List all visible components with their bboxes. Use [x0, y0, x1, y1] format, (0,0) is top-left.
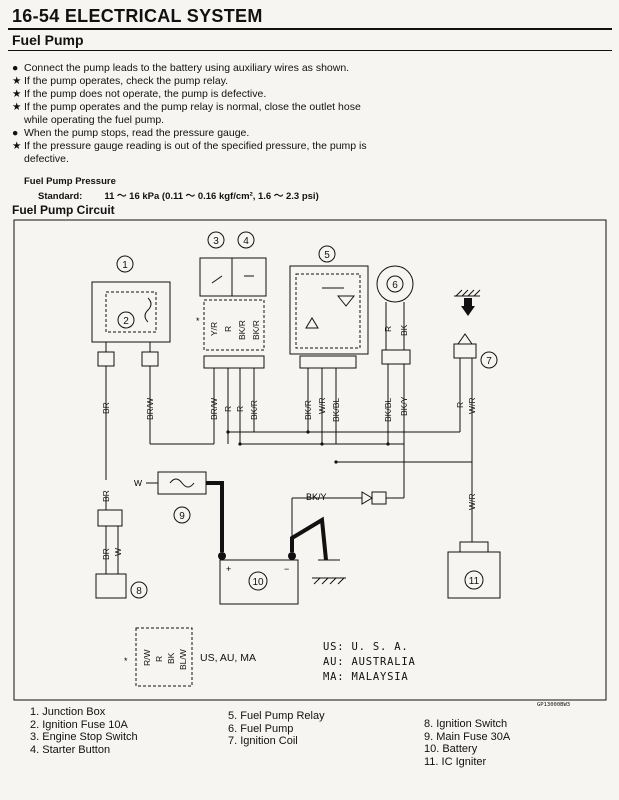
- wire-label: BK/R: [251, 320, 261, 340]
- relay-coil-icon: [336, 295, 356, 307]
- callout-4: 4: [243, 236, 249, 247]
- region-connector: [135, 627, 193, 687]
- instruction-item: ★If the pump operates, check the pump re…: [12, 75, 229, 87]
- asterisk-label: *: [124, 656, 128, 666]
- switch-connector-dashed: [203, 299, 265, 351]
- wire-label: BK/R: [249, 400, 259, 420]
- instruction-item: ★If the pressure gauge reading is out of…: [12, 140, 367, 165]
- instruction-item: ★If the pump operates and the pump relay…: [12, 101, 361, 126]
- arrow-down-icon: [461, 306, 475, 316]
- asterisk-label: *: [196, 316, 200, 326]
- callout-1: 1: [122, 260, 128, 271]
- wire-label: BK/R: [303, 400, 313, 420]
- connector-icon: [97, 509, 123, 527]
- wire-label: W/R: [467, 397, 477, 414]
- region-note: US, AU, MA: [200, 652, 257, 664]
- wire-label: BR/W: [209, 398, 219, 420]
- part-number: GP13000BW3: [537, 702, 571, 708]
- connector-icon: [381, 349, 411, 365]
- wire-label: W: [134, 478, 142, 488]
- wire-label: R: [235, 406, 245, 412]
- diode-icon: [361, 491, 373, 505]
- junction-box: [91, 281, 171, 343]
- wire-label: BL/W: [178, 649, 188, 670]
- battery-minus-label: −: [284, 564, 289, 574]
- fuel-pump-relay: [289, 265, 369, 355]
- wire-label: R: [223, 406, 233, 412]
- wire-label: R: [223, 326, 233, 332]
- instruction-item: ★If the pump does not operate, the pump …: [12, 88, 267, 100]
- diode-icon: [305, 317, 319, 329]
- section-rule: [8, 50, 612, 51]
- legend-column-1: 1. Junction Box 2. Ignition Fuse 10A 3. …: [30, 706, 138, 756]
- wire-label: BK/BL: [331, 398, 341, 422]
- legend-column-3: 8. Ignition Switch 9. Main Fuse 30A 10. …: [424, 718, 511, 768]
- wire-label: BR: [101, 490, 111, 502]
- section-title: Fuel Pump: [12, 32, 84, 48]
- battery-plus-label: +: [226, 564, 231, 574]
- instructions-list: ●Connect the pump leads to the battery u…: [12, 62, 372, 166]
- ignition-fuse-box: [105, 291, 157, 333]
- header-rule: [8, 28, 612, 30]
- instruction-item: ●When the pump stops, read the pressure …: [12, 127, 250, 139]
- switch-housing: [199, 257, 267, 297]
- callout-10: 10: [252, 577, 264, 588]
- circuit-title: Fuel Pump Circuit: [12, 203, 115, 217]
- connector-icon: [299, 355, 357, 369]
- fuse-icon: [144, 297, 152, 323]
- callout-9: 9: [179, 511, 185, 522]
- wire-label: BK: [399, 324, 409, 336]
- connector-icon: [371, 491, 387, 505]
- wire-label: Y/R: [209, 322, 219, 336]
- spec-title: Fuel Pump Pressure: [24, 176, 116, 187]
- legend-column-2: 5. Fuel Pump Relay 6. Fuel Pump 7. Ignit…: [228, 710, 325, 747]
- wire-label: R: [383, 326, 393, 332]
- main-fuse-icon: [169, 478, 195, 488]
- ignition-switch-icon: [95, 573, 127, 599]
- page-header-title: 16-54 ELECTRICAL SYSTEM: [12, 6, 263, 26]
- wire-label: R/W: [142, 649, 152, 666]
- connector-icon: [203, 355, 265, 369]
- wire-label: BK: [166, 652, 176, 664]
- wire-label: BK/Y: [306, 492, 327, 502]
- wire-label: W/R: [467, 493, 477, 510]
- wire-label: BR: [101, 548, 111, 560]
- diagram-frame: [13, 219, 607, 701]
- callout-3: 3: [213, 236, 219, 247]
- callout-11: 11: [469, 576, 480, 587]
- wire-label: R: [455, 402, 465, 408]
- wire-label: BK/R: [237, 320, 247, 340]
- battery-negative-wire: [290, 516, 328, 561]
- wire-label: BK/BL: [383, 398, 393, 422]
- callout-2: 2: [123, 316, 129, 327]
- wire-label: BK/Y: [399, 396, 409, 416]
- battery-positive-wire: [206, 481, 224, 552]
- instruction-item: ●Connect the pump leads to the battery u…: [12, 62, 350, 74]
- wire-label: BR: [101, 402, 111, 414]
- connector-icon: [97, 351, 115, 367]
- ignition-coil-icon: [457, 333, 473, 345]
- spec-standard: Standard:11 ～ 16 kPa (0.11 ～ 0.16 kgf/cm…: [38, 191, 319, 202]
- stop-switch-icon: [211, 275, 223, 284]
- callout-8: 8: [136, 586, 142, 597]
- battery-icon: [219, 559, 299, 605]
- callout-5: 5: [324, 250, 330, 261]
- battery-negative-terminal: [288, 552, 296, 560]
- connector-icon: [141, 351, 159, 367]
- region-codes: US: U. S. A. AU: AUSTRALIA MA: MALAYSIA: [323, 641, 416, 683]
- wire-label: W/R: [317, 397, 327, 414]
- wire-label: R: [154, 656, 164, 662]
- wire-label: BR/W: [145, 398, 155, 420]
- ic-igniter-icon: [447, 551, 501, 599]
- battery-positive-terminal: [218, 552, 226, 560]
- fuel-pump-icon: [376, 265, 414, 303]
- callout-6: 6: [392, 280, 398, 291]
- connector-icon: [453, 343, 477, 359]
- callout-7: 7: [486, 356, 492, 367]
- wire-label: W: [113, 548, 123, 556]
